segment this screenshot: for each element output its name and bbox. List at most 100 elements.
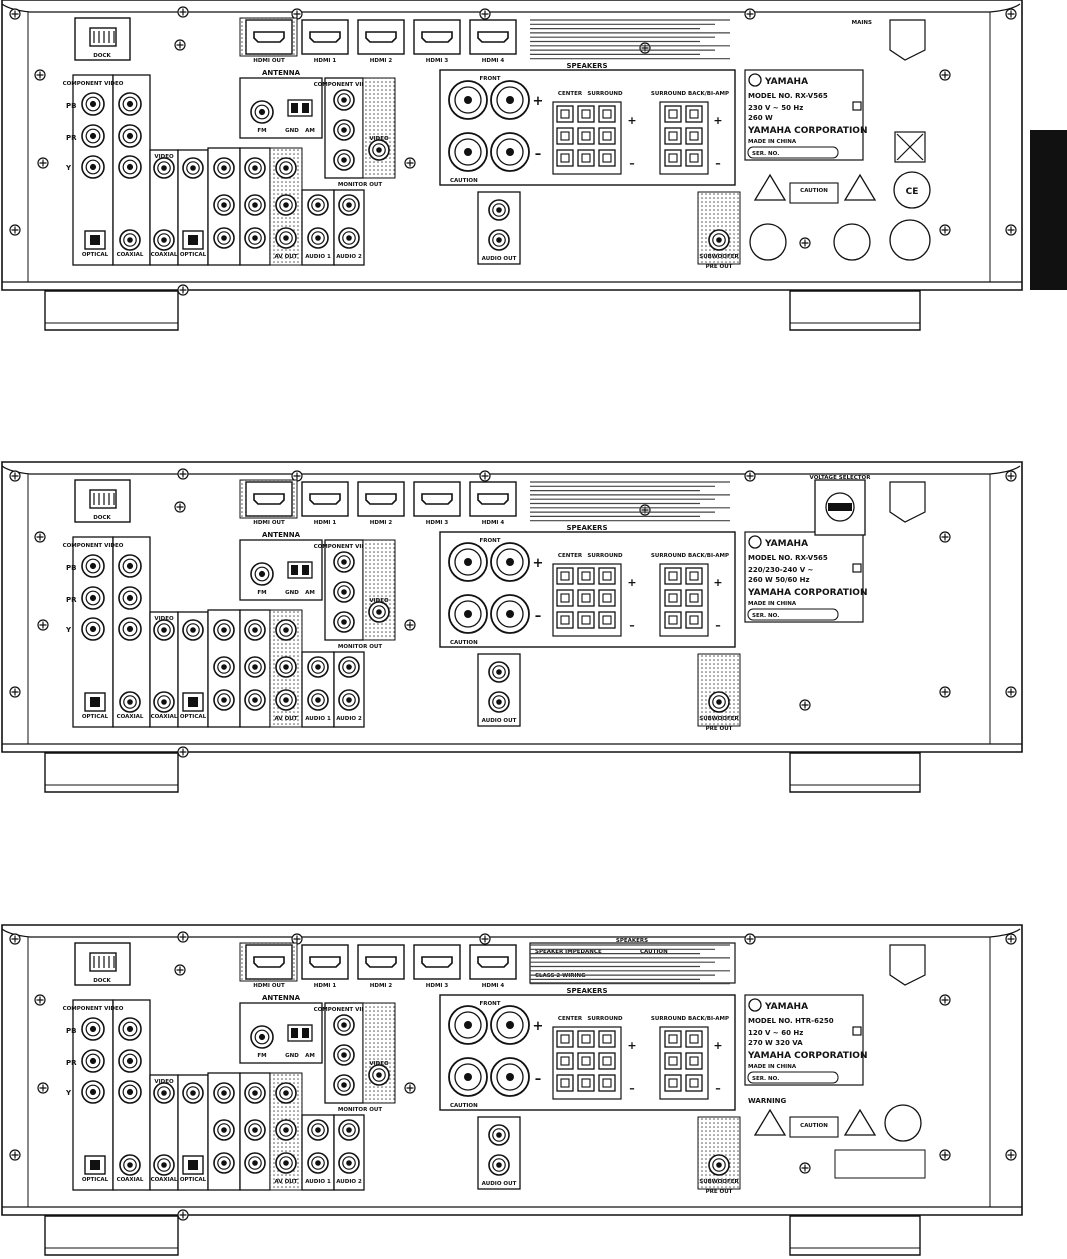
plus-sign-2: + xyxy=(627,1039,636,1052)
speaker-terminal-hole xyxy=(668,1034,678,1044)
speaker-terminal-hole xyxy=(689,153,699,163)
rca-jack-pin xyxy=(252,664,258,670)
front-label: FRONT xyxy=(479,1001,500,1007)
screw-slot xyxy=(11,472,19,480)
mains-cord-icon xyxy=(889,944,926,986)
plus-sign-3: + xyxy=(713,1039,722,1052)
rca-jack-pin xyxy=(315,202,321,208)
optical-label-2: OPTICAL xyxy=(180,1177,207,1183)
rca-jack-pin xyxy=(89,1025,97,1033)
speaker-terminal-hole xyxy=(602,571,612,581)
coaxial-label-2: COAXIAL xyxy=(151,714,178,720)
screw-slot xyxy=(179,1211,187,1219)
rca-jack-pin xyxy=(496,669,502,675)
serial-box xyxy=(747,1071,839,1084)
ser-no-label: SER. NO. xyxy=(752,151,779,157)
speaker-caution-label: CAUTION xyxy=(450,1103,478,1109)
hdmi-label: HDMI 2 xyxy=(370,520,393,526)
hatched-area xyxy=(697,653,741,727)
am-label: AM xyxy=(305,1053,315,1059)
binding-post-hole xyxy=(506,610,514,618)
corporation-label: YAMAHA CORPORATION xyxy=(747,588,867,598)
lightning-warning-icon xyxy=(753,1108,787,1136)
monitor-component-label: COMPONENT VIDEO xyxy=(314,82,375,88)
rca-jack-pin xyxy=(89,163,97,171)
optical-port-core xyxy=(188,235,198,245)
speaker-terminal-hole xyxy=(560,131,570,141)
rca-jack-pin xyxy=(376,609,382,615)
binding-post-hole xyxy=(464,96,472,104)
rca-jack-pin xyxy=(283,235,289,241)
hdmi-label: HDMI OUT xyxy=(253,520,285,526)
caution-top-label: CAUTION xyxy=(640,949,668,955)
coaxial-label: COAXIAL xyxy=(117,252,144,258)
minus-sign-2: – xyxy=(629,157,635,170)
speakers-top-label: SPEAKERS xyxy=(616,938,648,944)
rca-jack-pin xyxy=(283,1090,289,1096)
hdmi-port-icon xyxy=(477,956,509,968)
serial-box xyxy=(747,608,839,621)
speaker-terminal-hole xyxy=(602,1056,612,1066)
screw-slot xyxy=(941,71,949,79)
speaker-terminal-hole xyxy=(689,1034,699,1044)
screw-slot xyxy=(179,748,187,756)
class2-label: CLASS 2 WIRING xyxy=(535,973,586,979)
rca-jack-pin xyxy=(89,132,97,140)
rca-jack-pin xyxy=(341,97,347,103)
rca-jack-pin xyxy=(126,562,134,570)
speaker-terminal-hole xyxy=(689,131,699,141)
dock-label: DOCK xyxy=(93,53,111,59)
voltage-selector-slot xyxy=(828,503,852,511)
speaker-terminal-hole xyxy=(560,593,570,603)
screw-slot xyxy=(11,935,19,943)
binding-post-hole xyxy=(464,558,472,566)
am-terminal-a xyxy=(291,1028,298,1038)
video-label: VIDEO xyxy=(154,616,174,622)
speaker-terminal-hole xyxy=(689,1056,699,1066)
speaker-terminal-hole xyxy=(668,109,678,119)
rca-jack-pin xyxy=(126,594,134,602)
rca-jack-pin xyxy=(89,1057,97,1065)
plus-sign: + xyxy=(533,556,544,571)
chassis-top-edge xyxy=(1,928,1021,938)
screw-slot xyxy=(481,472,489,480)
speaker-terminal-hole xyxy=(689,615,699,625)
fcc-notice-box xyxy=(834,1149,926,1179)
screw-slot xyxy=(11,10,19,18)
subwoofer-label: SUBWOOFER xyxy=(699,716,739,722)
page-side-tab xyxy=(1030,130,1067,290)
yamaha-logo-icon xyxy=(748,998,762,1012)
speaker-terminal-hole xyxy=(560,1056,570,1066)
rca-jack-pin xyxy=(252,697,258,703)
rca-jack-pin xyxy=(716,1162,722,1168)
ul-mark-icon xyxy=(884,1104,922,1142)
antenna-label: ANTENNA xyxy=(262,69,301,77)
am-label: AM xyxy=(305,128,315,134)
monitor-video-label: VIDEO xyxy=(369,136,389,142)
rca-jack-pin xyxy=(190,1090,196,1096)
speaker-terminal-hole xyxy=(689,571,699,581)
speaker-terminal-hole xyxy=(581,131,591,141)
caution-label: CAUTION xyxy=(800,188,828,194)
screw-slot xyxy=(39,621,47,629)
video-label: VIDEO xyxy=(154,1079,174,1085)
double-insulation-icon xyxy=(852,101,862,111)
screw-slot xyxy=(179,933,187,941)
speaker-terminal-hole xyxy=(581,1056,591,1066)
speaker-terminal-hole xyxy=(560,1034,570,1044)
hdmi-port-icon xyxy=(365,493,397,505)
screw-slot xyxy=(1007,688,1015,696)
screw-slot xyxy=(179,470,187,478)
hdmi-label: HDMI OUT xyxy=(253,983,285,989)
rca-jack-pin xyxy=(252,235,258,241)
rca-jack-pin xyxy=(496,1132,502,1138)
rca-jack-pin xyxy=(341,559,347,565)
coaxial-label: COAXIAL xyxy=(117,714,144,720)
optical-port-core xyxy=(90,1160,100,1170)
minus-sign-3: – xyxy=(715,619,721,632)
rca-jack-pin xyxy=(126,1025,134,1033)
rca-jack-pin xyxy=(341,157,347,163)
speaker-caution-label: CAUTION xyxy=(450,178,478,184)
power-line-2: 260 W 50/60 Hz xyxy=(748,576,810,584)
